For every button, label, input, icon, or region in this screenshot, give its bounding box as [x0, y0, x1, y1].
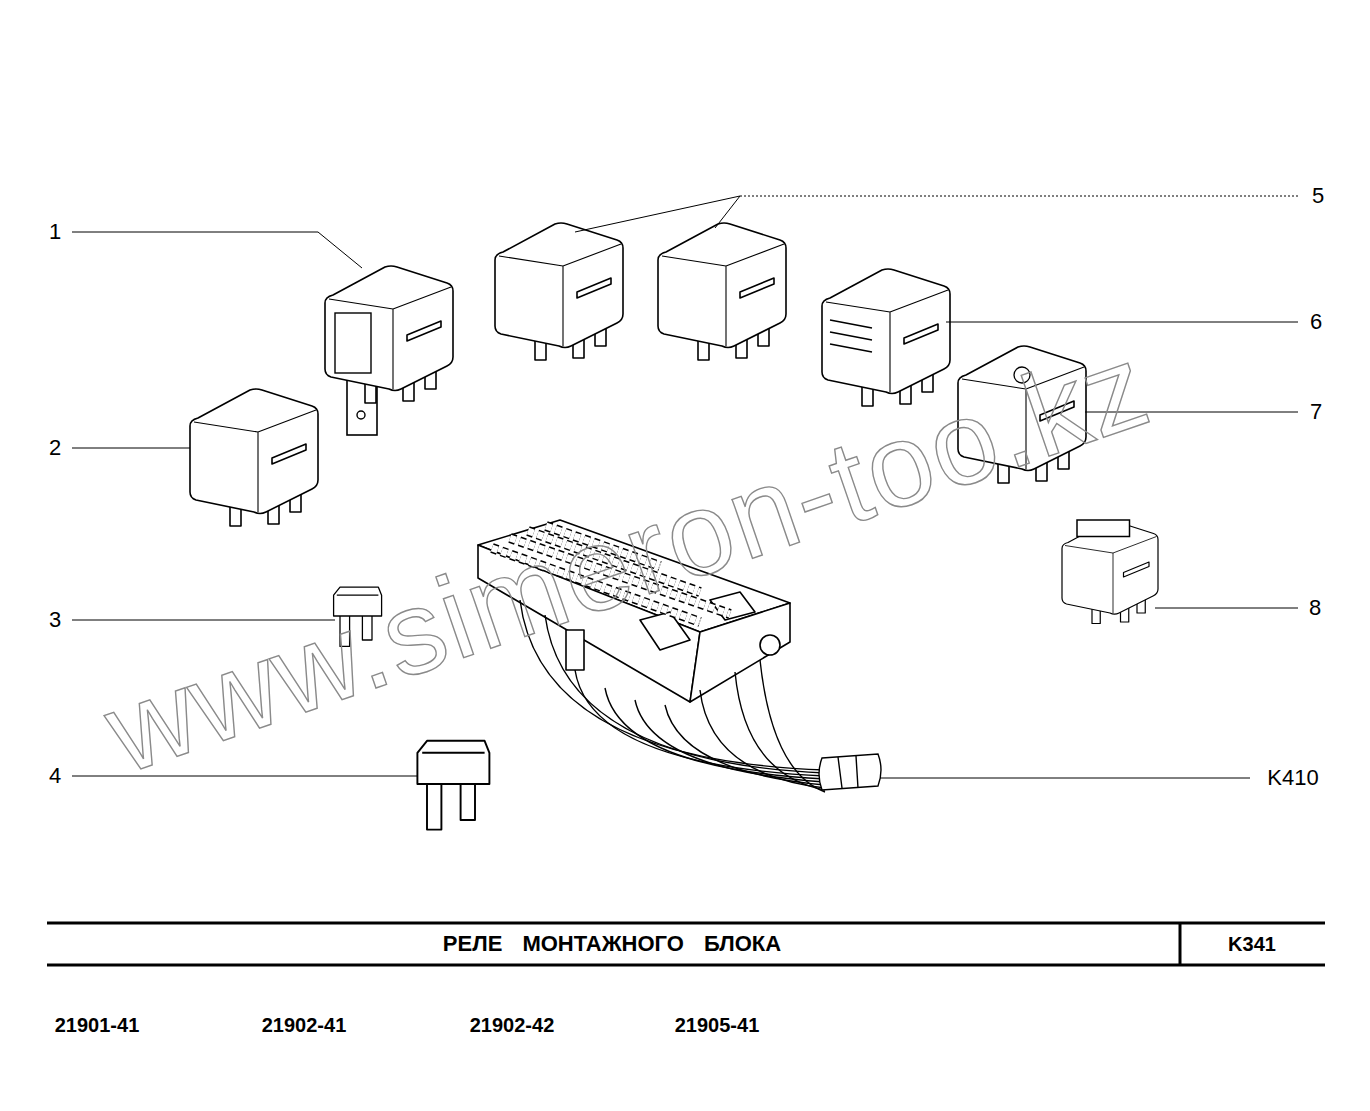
callout-number: 4: [49, 765, 61, 787]
callout-number: 5: [1312, 185, 1324, 207]
sheet-title: РЕЛЕ МОНТАЖНОГО БЛОКА: [443, 933, 781, 955]
model-code: 21902-41: [262, 1015, 347, 1035]
model-code: 21901-41: [55, 1015, 140, 1035]
callout-number: 8: [1309, 597, 1321, 619]
callout-number: K410: [1267, 767, 1318, 789]
model-code: 21905-41: [675, 1015, 760, 1035]
callout-number: 3: [49, 609, 61, 631]
callout-number: 6: [1310, 311, 1322, 333]
callout-number: 2: [49, 437, 61, 459]
callout-number: 1: [49, 221, 61, 243]
sheet-code: K341: [1228, 934, 1276, 954]
model-code: 21902-42: [470, 1015, 555, 1035]
callout-number: 7: [1310, 401, 1322, 423]
